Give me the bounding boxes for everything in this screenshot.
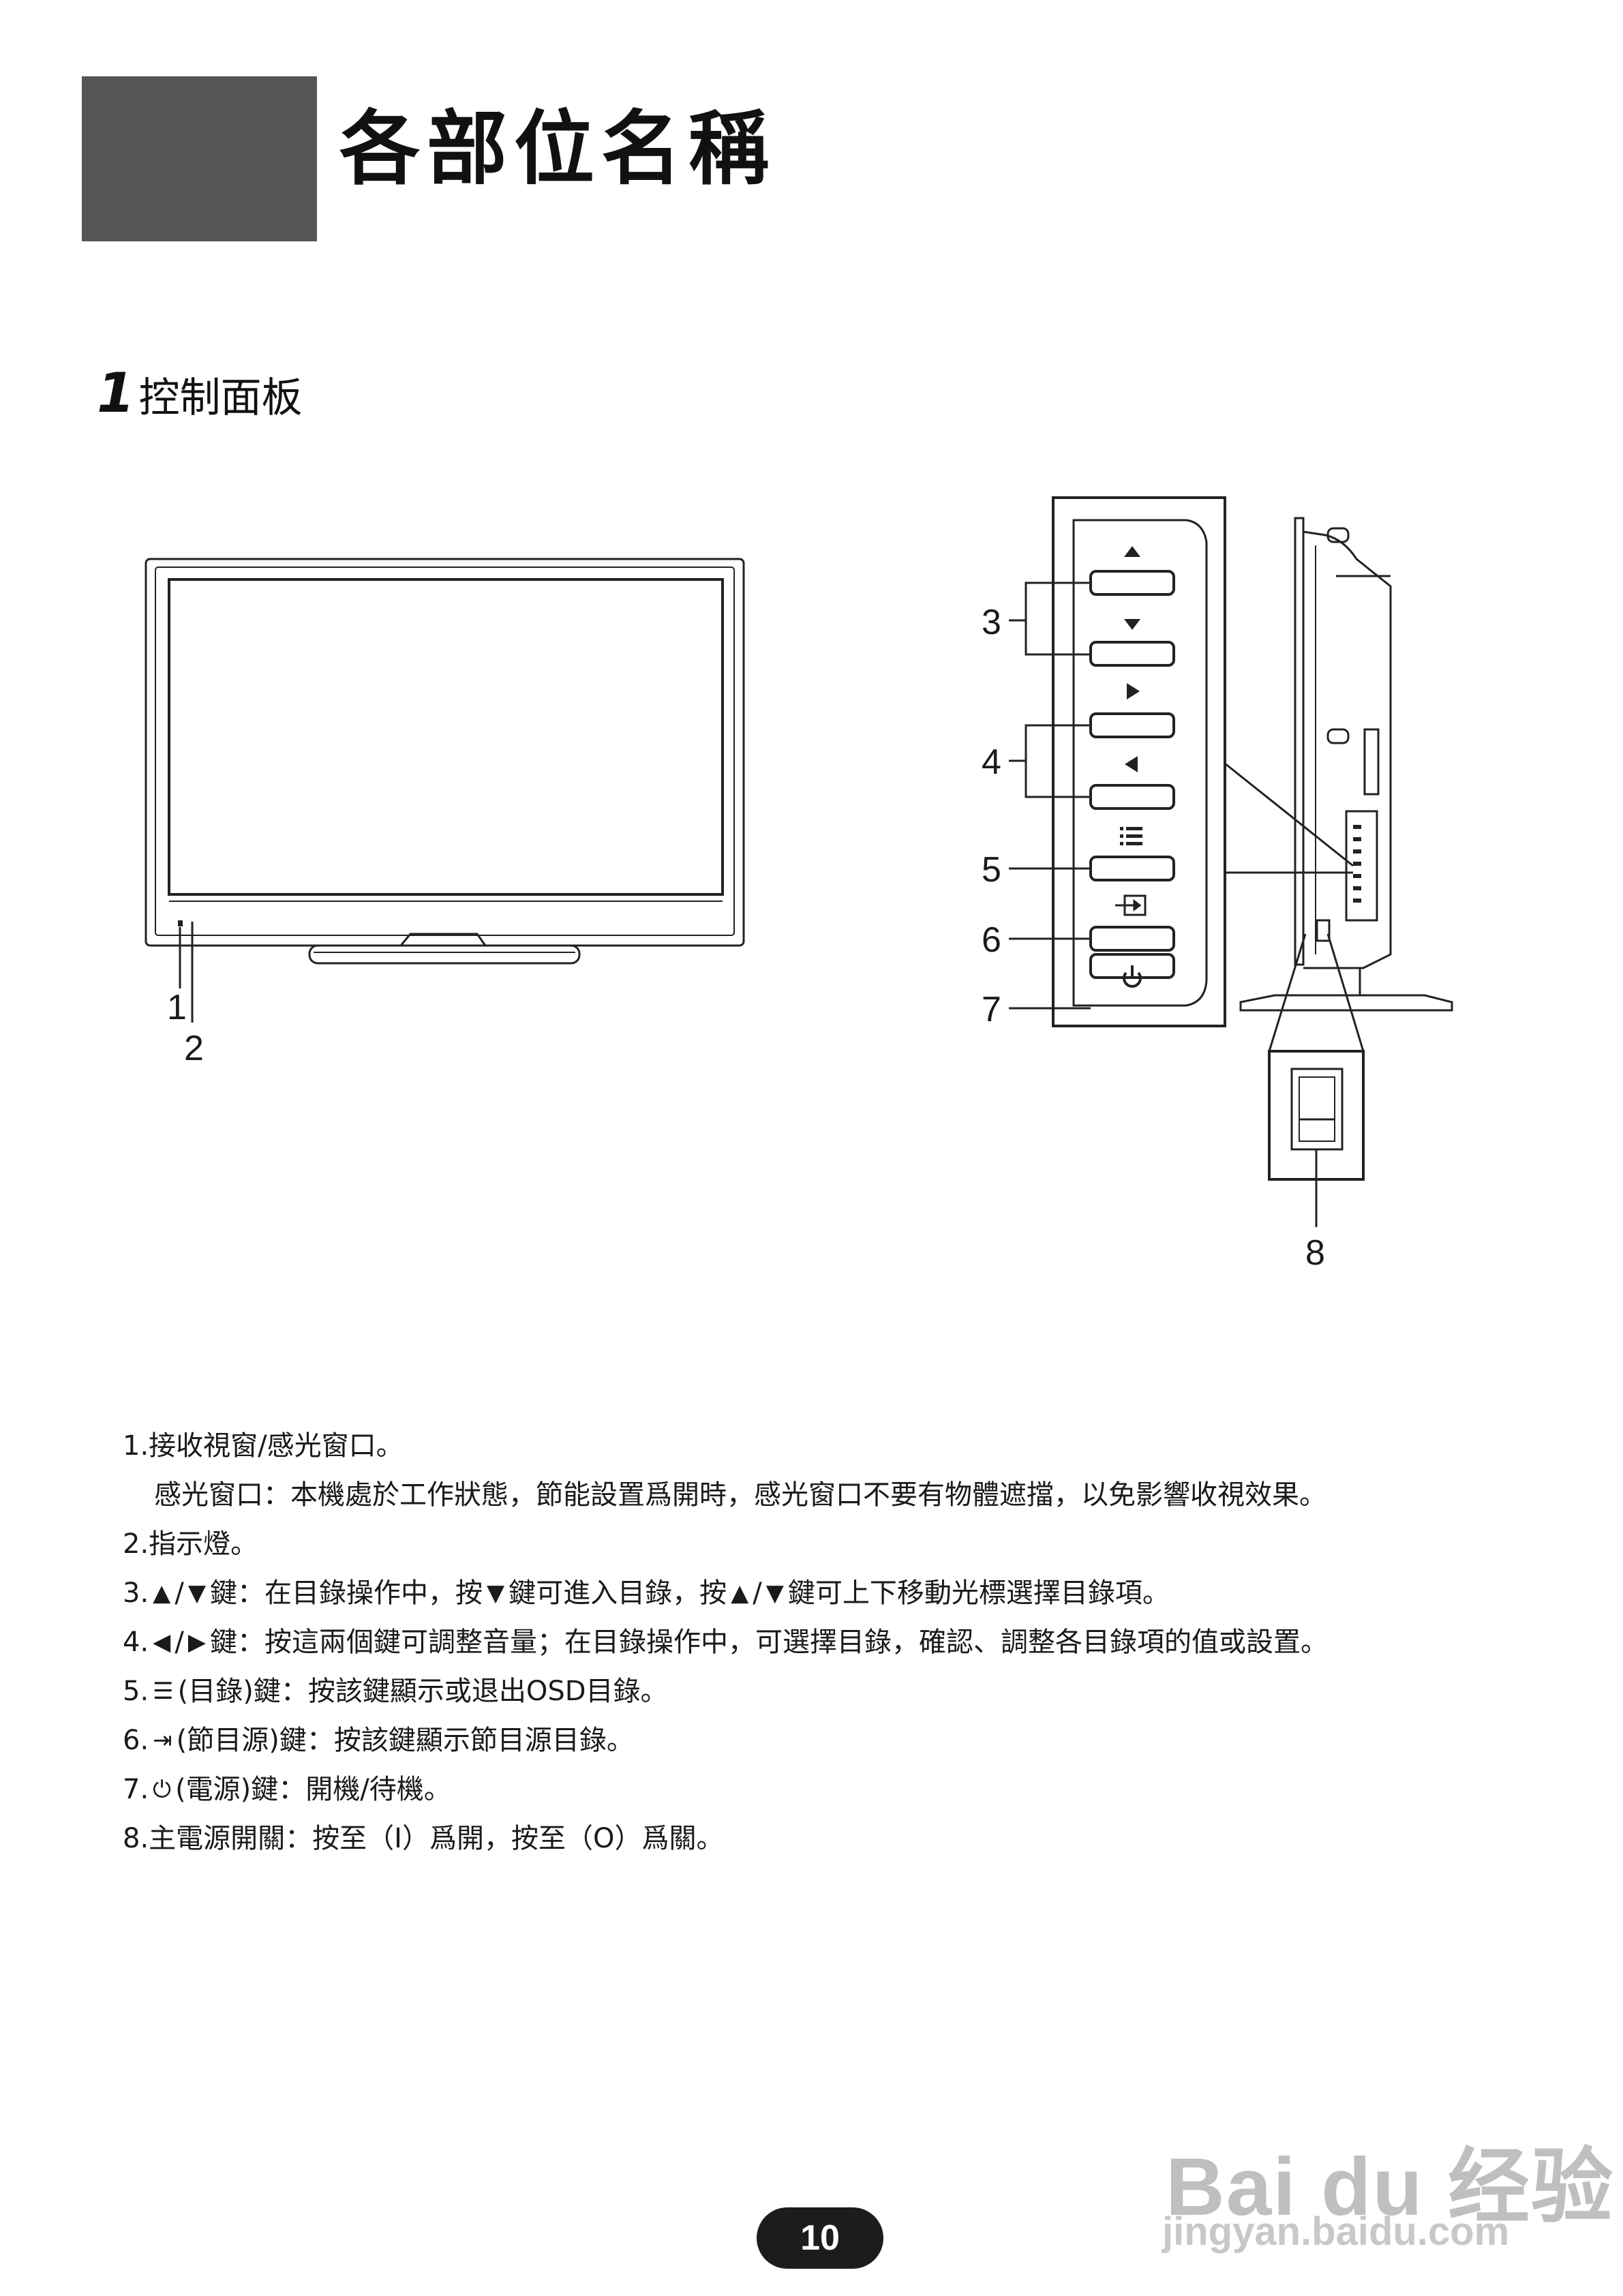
arrow-left-icon: ◀ [153,1629,171,1656]
desc-item-5: 5. ☰ (目錄)鍵：按該鍵顯示或退出OSD目錄。 [123,1667,1568,1716]
menu-list-icon [1120,827,1142,845]
desc-item-2: 2.指示燈。 [123,1528,258,1560]
desc-5-prefix: 5. [123,1676,149,1707]
description-list: 1.接收視窗/感光窗口。 感光窗口：本機處於工作狀態，節能設置爲開時，感光窗口不… [123,1421,1568,1863]
desc-6-text: (節目源)鍵：按該鍵顯示節目源目錄。 [176,1725,634,1756]
desc-item-3: 3. ▲/▼ 鍵：在目錄操作中，按 ▼ 鍵可進入目錄，按 ▲/▼ 鍵可上下移動光… [123,1569,1568,1618]
desc-3-text-b: 鍵可進入目錄，按 [509,1577,727,1609]
page-title: 各部位名稱 [339,102,776,196]
control-panel-detail [1052,496,1226,1027]
callout-4: 4 [982,742,1001,782]
main-power-switch-detail [1268,933,1365,1227]
arrow-down-icon [1124,619,1140,630]
desc-item-1-detail: 感光窗口：本機處於工作狀態，節能設置爲開時，感光窗口不要有物體遮擋，以免影響收視… [154,1479,1326,1511]
page-number: 10 [757,2207,883,2269]
arrow-right-icon: ▶ [187,1629,206,1656]
header-gray-block [82,76,317,241]
arrow-left-icon [1125,756,1138,772]
input-source-icon [1115,894,1147,916]
desc-4-text: 鍵：按這兩個鍵可調整音量；在目錄操作中，可選擇目錄，確認、調整各目錄項的值或設置… [209,1627,1328,1658]
callout-5: 5 [982,850,1001,890]
callout-7: 7 [982,990,1001,1029]
arrow-down-icon: ▼ [187,1580,206,1607]
desc-6-prefix: 6. [123,1725,149,1756]
watermark-logo: Bai du 经验 [1166,2141,1615,2233]
side-button-strip [1353,825,1361,903]
desc-3-prefix: 3. [123,1577,149,1609]
desc-item-4: 4. ◀/▶ 鍵：按這兩個鍵可調整音量；在目錄操作中，可選擇目錄，確認、調整各目… [123,1618,1568,1667]
desc-7-prefix: 7. [123,1774,149,1805]
desc-item-8: 8.主電源開關：按至（I）爲開，按至（O）爲關。 [123,1823,724,1854]
section-number: 1 [97,361,135,425]
watermark-url: jingyan.baidu.com [1162,2209,1510,2254]
section-label: 控制面板 [138,374,303,422]
arrow-right-icon [1127,683,1140,699]
tv-side-drawing [1239,517,1453,1012]
desc-3-text-d: 鍵可上下移動光標選擇目錄項。 [787,1577,1170,1609]
desc-3-slash-2: / [753,1577,762,1609]
callout-8: 8 [1305,1233,1325,1273]
menu-list-icon: ☰ [153,1678,174,1705]
ir-receiver-icon [178,920,183,926]
arrow-down-icon: ▼ [486,1580,505,1607]
desc-7-text: (電源)鍵：開機/待機。 [175,1774,451,1805]
arrow-down-icon: ▼ [765,1580,784,1607]
callout-1: 1 [167,988,187,1027]
control-panel-figure: 1 2 [145,496,1453,1273]
callout-6: 6 [982,920,1001,960]
desc-item-1: 1.接收視窗/感光窗口。 [123,1430,404,1462]
tv-front-drawing [145,558,745,965]
arrow-up-icon: ▲ [731,1580,749,1607]
desc-3-slash: / [175,1577,184,1609]
desc-4-slash: / [175,1627,184,1658]
desc-5-text: (目錄)鍵：按該鍵顯示或退出OSD目錄。 [177,1676,668,1707]
power-icon: ⏻ [153,1776,172,1803]
desc-4-prefix: 4. [123,1627,149,1658]
callout-2: 2 [184,1029,204,1068]
desc-item-7: 7. ⏻ (電源)鍵：開機/待機。 [123,1765,1568,1814]
desc-item-6: 6. ⇥ (節目源)鍵：按該鍵顯示節目源目錄。 [123,1716,1568,1765]
input-source-icon: ⇥ [153,1727,172,1754]
arrow-up-icon [1124,546,1140,557]
power-icon [1123,965,1142,988]
callout-3: 3 [982,603,1001,642]
arrow-up-icon: ▲ [153,1580,171,1607]
desc-3-text-a: 鍵：在目錄操作中，按 [209,1577,483,1609]
